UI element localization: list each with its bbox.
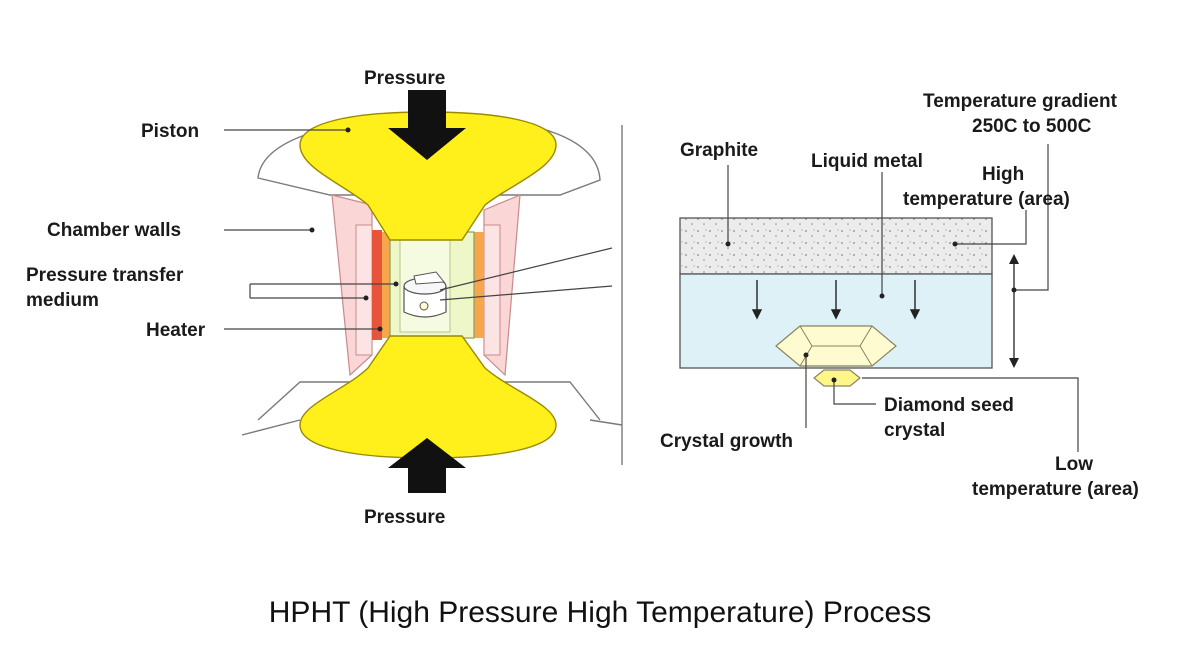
- diffusion-arrows: [751, 280, 921, 320]
- leader-chamber-walls-dot: [309, 227, 315, 233]
- label-seed-1: Diamond seed: [884, 395, 1014, 416]
- label-pressure-transfer-1: Pressure transfer: [26, 265, 184, 286]
- leader-seed: [833, 380, 876, 405]
- piston-top: [299, 111, 557, 241]
- gradient-arrow-down-icon: [1009, 358, 1019, 368]
- zoom-line-top: [439, 247, 613, 291]
- label-pressure-bottom: Pressure: [364, 507, 445, 528]
- leader-liquid-metal-dot: [879, 293, 885, 299]
- leader-high-temp: [955, 210, 1027, 245]
- leader-low-temp: [862, 377, 1079, 452]
- heater-right: [474, 232, 484, 338]
- label-pressure-top: Pressure: [364, 68, 445, 89]
- label-seed-2: crystal: [884, 420, 945, 441]
- label-heater: Heater: [146, 320, 206, 341]
- leader-graphite-dot: [725, 241, 731, 247]
- zoom-line-bottom: [439, 285, 613, 301]
- label-gradient-1: Temperature gradient: [923, 91, 1118, 112]
- leader-seed-dot: [831, 377, 837, 383]
- label-low-temp-1: Low: [1055, 454, 1093, 475]
- sample-crystal: [413, 271, 445, 285]
- frame-left-line: [241, 419, 301, 436]
- graphite-layer: [679, 217, 993, 275]
- gradient-arrow-up-icon: [1009, 254, 1019, 264]
- heater-left-inner: [382, 232, 390, 338]
- chamber-wall-left-inner: [355, 224, 373, 356]
- pressure-arrow-down-icon: [388, 90, 466, 160]
- pressure-arrow-up-icon: [388, 438, 466, 493]
- leader-crystal-growth-dot: [803, 352, 809, 358]
- label-piston: Piston: [141, 121, 199, 142]
- label-gradient-2: 250C to 500C: [972, 116, 1092, 137]
- leader-piston-dot: [345, 127, 351, 133]
- heater-left: [372, 230, 382, 340]
- label-high-temp-2: temperature (area): [903, 189, 1070, 210]
- leader-ptm-dot-a: [393, 281, 399, 287]
- label-liquid-metal: Liquid metal: [811, 151, 923, 172]
- leader-gradient: [1014, 144, 1049, 291]
- leader-high-temp-dot: [952, 241, 958, 247]
- label-chamber-walls: Chamber walls: [47, 220, 181, 241]
- press-apparatus: [224, 90, 623, 493]
- growing-crystal-facets: [799, 325, 873, 367]
- label-graphite: Graphite: [680, 140, 758, 161]
- sample-seed-dot: [419, 301, 429, 311]
- label-pressure-transfer-2: medium: [26, 290, 99, 311]
- leader-gradient-dot: [1011, 287, 1017, 293]
- label-crystal-growth: Crystal growth: [660, 431, 793, 452]
- chamber-wall-right-inner: [483, 224, 501, 356]
- label-high-temp-1: High: [982, 164, 1024, 185]
- leader-heater-dot: [377, 326, 383, 332]
- growth-cell: [679, 144, 1079, 452]
- figure-caption: HPHT (High Pressure High Temperature) Pr…: [269, 596, 931, 629]
- label-low-temp-2: temperature (area): [972, 479, 1139, 500]
- seed-crystal: [813, 369, 861, 387]
- frame-right-lower: [589, 419, 623, 426]
- leader-ptm-dot-b: [363, 295, 369, 301]
- sample-capsule: [403, 286, 447, 318]
